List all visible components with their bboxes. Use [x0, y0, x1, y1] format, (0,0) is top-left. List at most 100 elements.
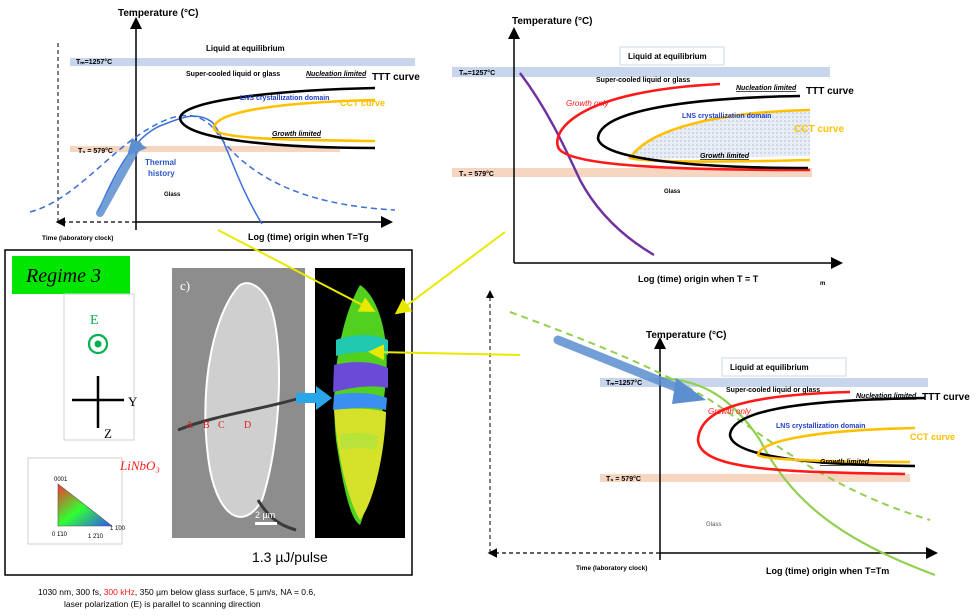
e-field-dot	[94, 340, 102, 348]
point-c: C	[218, 420, 225, 431]
cct-curve	[756, 426, 916, 464]
lns-curve	[696, 390, 906, 476]
tm-band	[452, 67, 830, 77]
panel-b-x-sub: m	[820, 281, 825, 287]
panel-c-y-label: Temperature (°C)	[646, 330, 727, 341]
panel-letter: c)	[180, 278, 190, 293]
panel-c-time-label: Time (laboratory clock)	[576, 565, 647, 572]
point-b: B	[203, 420, 210, 431]
e-field-label: E	[90, 313, 99, 328]
panel-b-x-label: Log (time) origin when T = T	[638, 274, 759, 284]
yellow-arrow-b	[394, 231, 506, 315]
panel-b-y-label: Temperature (°C)	[512, 16, 593, 27]
panel-c-tg: T₉ = 579°C	[606, 475, 641, 483]
panel-a-ttt: TTT curve	[372, 72, 420, 83]
point-a: A	[186, 420, 194, 431]
scale-bar	[255, 522, 277, 525]
panel-b-tg: T₉ = 579°C	[459, 170, 494, 178]
ttt-curve	[596, 94, 809, 170]
pulse-energy: 1.3 µJ/pulse	[252, 549, 328, 565]
caption-line-2: laser polarization (E) is parallel to sc…	[64, 599, 261, 609]
y-direction-label: Y	[128, 394, 138, 409]
ebsd-grain-purple	[333, 362, 388, 392]
tg-band	[70, 146, 340, 152]
panel-b	[452, 27, 843, 269]
panel-b-growth-limited: Growth limited	[700, 153, 750, 160]
ipf-label-0001: 0001	[54, 477, 68, 483]
thermal-history-dashed	[29, 114, 396, 213]
panel-b-cct: CCT curve	[794, 124, 844, 135]
panel-b-tm: Tₘ=1257°C	[459, 69, 495, 77]
panel-a-thermal-1: Thermal	[145, 158, 176, 167]
material-label: LiNbO₃	[119, 458, 160, 473]
point-d: D	[244, 420, 251, 431]
panel-a-time-label: Time (laboratory clock)	[42, 235, 113, 242]
panel-a	[29, 17, 415, 230]
panel-c	[486, 290, 938, 577]
tm-band	[600, 378, 928, 387]
z-direction-label: Z	[104, 426, 112, 441]
sem-ellipse	[204, 282, 280, 518]
ipf-label-1100: 1 1̄00	[110, 526, 126, 532]
panel-c-liquid: Liquid at equilibrium	[730, 363, 809, 372]
e-field-symbol	[87, 333, 109, 355]
panel-c-cct: CCT curve	[910, 432, 955, 442]
growth-only-curve	[519, 72, 655, 257]
yellow-arrow-c	[368, 344, 521, 361]
panel-a-tg: T₉ = 579°C	[78, 147, 113, 155]
panel-b-nucleation: Nucleation limited	[736, 85, 797, 92]
panel-a-thermal-2: history	[148, 169, 175, 178]
panel-b-supercooled: Super-cooled liquid or glass	[596, 77, 690, 84]
panel-a-supercooled: Super-cooled liquid or glass	[186, 71, 280, 78]
panel-a-growth-limited: Growth limited	[272, 131, 322, 138]
panel-a-lns: LNS crystallization domain	[240, 95, 329, 102]
panel-a-y-label: Temperature (°C)	[118, 8, 199, 19]
panel-b-ttt: TTT curve	[806, 86, 854, 97]
panel-c-x-label: Log (time) origin when T=Tm	[766, 566, 889, 576]
cooling-arrow	[553, 335, 693, 397]
panel-c-glass: Glass	[706, 522, 721, 528]
panel-a-liquid: Liquid at equilibrium	[206, 44, 285, 53]
lns-curve	[556, 82, 811, 172]
panel-c-ttt: TTT curve	[922, 392, 970, 403]
caption-line-1: 1030 nm, 300 fs, 300 kHz, 350 µm below g…	[38, 587, 315, 597]
cct-hatched-domain	[630, 110, 810, 159]
panel-b-lns: LNS crystallization domain	[682, 113, 771, 120]
cct-curve	[627, 108, 811, 163]
panel-c-growth-limited: Growth limited	[820, 459, 870, 466]
ipf-triangle	[57, 483, 113, 527]
ipf-label-0110: 0 1̄10	[52, 532, 68, 538]
tm-band	[70, 58, 415, 66]
green-dashed-path	[509, 311, 931, 521]
yellow-arrow-a	[217, 229, 376, 312]
green-solid-path	[659, 376, 936, 577]
tg-band	[600, 474, 910, 482]
panel-a-cct: CCT curve	[340, 98, 385, 108]
panel-c-nucleation: Nucleation limited	[856, 393, 917, 400]
panel-a-tm: Tₘ=1257°C	[76, 58, 112, 66]
regime-badge	[12, 256, 130, 294]
panel-b-glass: Glass	[664, 189, 681, 195]
tg-band	[452, 168, 812, 177]
panel-c-supercooled: Super-cooled liquid or glass	[726, 387, 820, 394]
scale-label: 2 µm	[255, 510, 275, 520]
regime-label: Regime 3	[25, 265, 101, 287]
panel-a-glass: Glass	[164, 192, 181, 198]
panel-c-tm: Tₘ=1257°C	[606, 379, 642, 387]
panel-b-liquid: Liquid at equilibrium	[628, 52, 707, 61]
ttt-curve	[728, 396, 926, 468]
ipf-label-1210: 1 2̄10	[88, 534, 104, 540]
sem-crack	[177, 396, 301, 432]
panel-a-x-label: Log (time) origin when T=Tg	[248, 232, 369, 242]
cooling-arrowhead	[672, 378, 706, 404]
ttt-curve	[178, 86, 376, 150]
cct-curve	[212, 98, 376, 143]
panel-c-lns: LNS crystallization domain	[776, 423, 865, 430]
panel-a-nucleation: Nucleation limited	[306, 71, 367, 78]
panel-c-growth-only: Growth only	[708, 407, 752, 416]
experiment-panel	[4, 249, 413, 576]
panel-b-growth-only: Growth only	[566, 99, 610, 108]
thermal-arrow	[96, 141, 142, 217]
thermal-arrowhead	[127, 138, 147, 156]
